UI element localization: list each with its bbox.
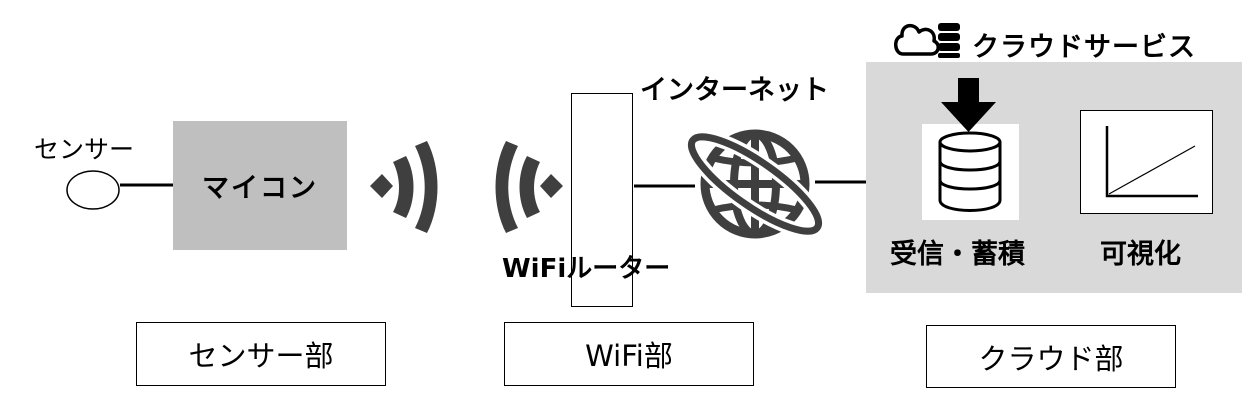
internet-label: インターネット [640, 75, 829, 106]
sensor-label: センサー [34, 135, 135, 164]
storage-database-icon [938, 131, 1002, 212]
receive-store-label: 受信・蓄積 [890, 239, 1025, 270]
down-arrow-icon [941, 78, 996, 132]
wifi-signal-icon [370, 141, 438, 233]
section-label-sensor: センサー部 [136, 322, 386, 386]
section-label-wifi: WiFi部 [504, 322, 754, 386]
cloud-service-title: クラウドサービス [972, 32, 1196, 63]
router-box [571, 93, 633, 307]
section-label-sensor-text: センサー部 [188, 339, 334, 373]
sensor-icon [66, 170, 120, 210]
section-label-wifi-text: WiFi部 [585, 339, 673, 373]
visualize-label: 可視化 [1100, 239, 1181, 270]
globe-icon [684, 129, 826, 239]
wifi-receive-icon [495, 141, 563, 233]
line-graph-icon [1105, 126, 1198, 198]
database-icon [938, 23, 960, 58]
section-label-cloud-text: クラウド部 [978, 341, 1124, 376]
storage-icon-box [922, 124, 1019, 220]
microcontroller-box: マイコン [173, 121, 347, 250]
cloud-icon [894, 23, 940, 56]
router-label: WiFiルーター [502, 254, 671, 284]
section-label-cloud: クラウド部 [926, 325, 1176, 388]
microcontroller-label: マイコン [202, 173, 318, 204]
